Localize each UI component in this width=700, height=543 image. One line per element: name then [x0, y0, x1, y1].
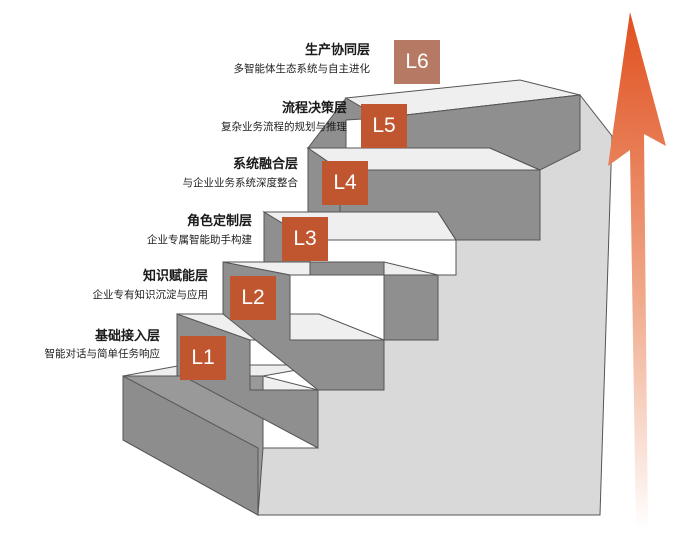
level-2-badge: L2	[230, 276, 276, 320]
level-6-title: 生产协同层	[304, 43, 370, 58]
level-6-desc: 多智能体生态系统与自主进化	[233, 63, 371, 75]
level-1-title: 基础接入层	[94, 329, 160, 344]
level-4-title: 系统融合层	[232, 157, 298, 172]
level-2-desc: 企业专有知识沉淀与应用	[92, 289, 209, 301]
step-1-riser-face	[122, 375, 259, 516]
level-6-badge: L6	[394, 40, 440, 84]
level-1-desc: 智能对话与简单任务响应	[44, 348, 161, 360]
level-5-badge: L5	[361, 104, 407, 148]
level-3-badge: L3	[282, 217, 328, 261]
level-4-badge: L4	[322, 161, 368, 205]
level-3-desc: 企业专属智能助手构建	[147, 234, 252, 246]
level-5-desc: 复杂业务流程的规划与推理	[221, 121, 347, 133]
level-4-desc: 与企业业务系统深度整合	[182, 177, 299, 189]
level-1-badge: L1	[180, 336, 226, 380]
level-2-title: 知识赋能层	[142, 269, 208, 284]
growth-arrow	[608, 12, 666, 530]
step-6-riser-face	[379, 94, 581, 171]
level-3-title: 角色定制层	[186, 214, 252, 229]
level-5-title: 流程决策层	[281, 101, 347, 116]
